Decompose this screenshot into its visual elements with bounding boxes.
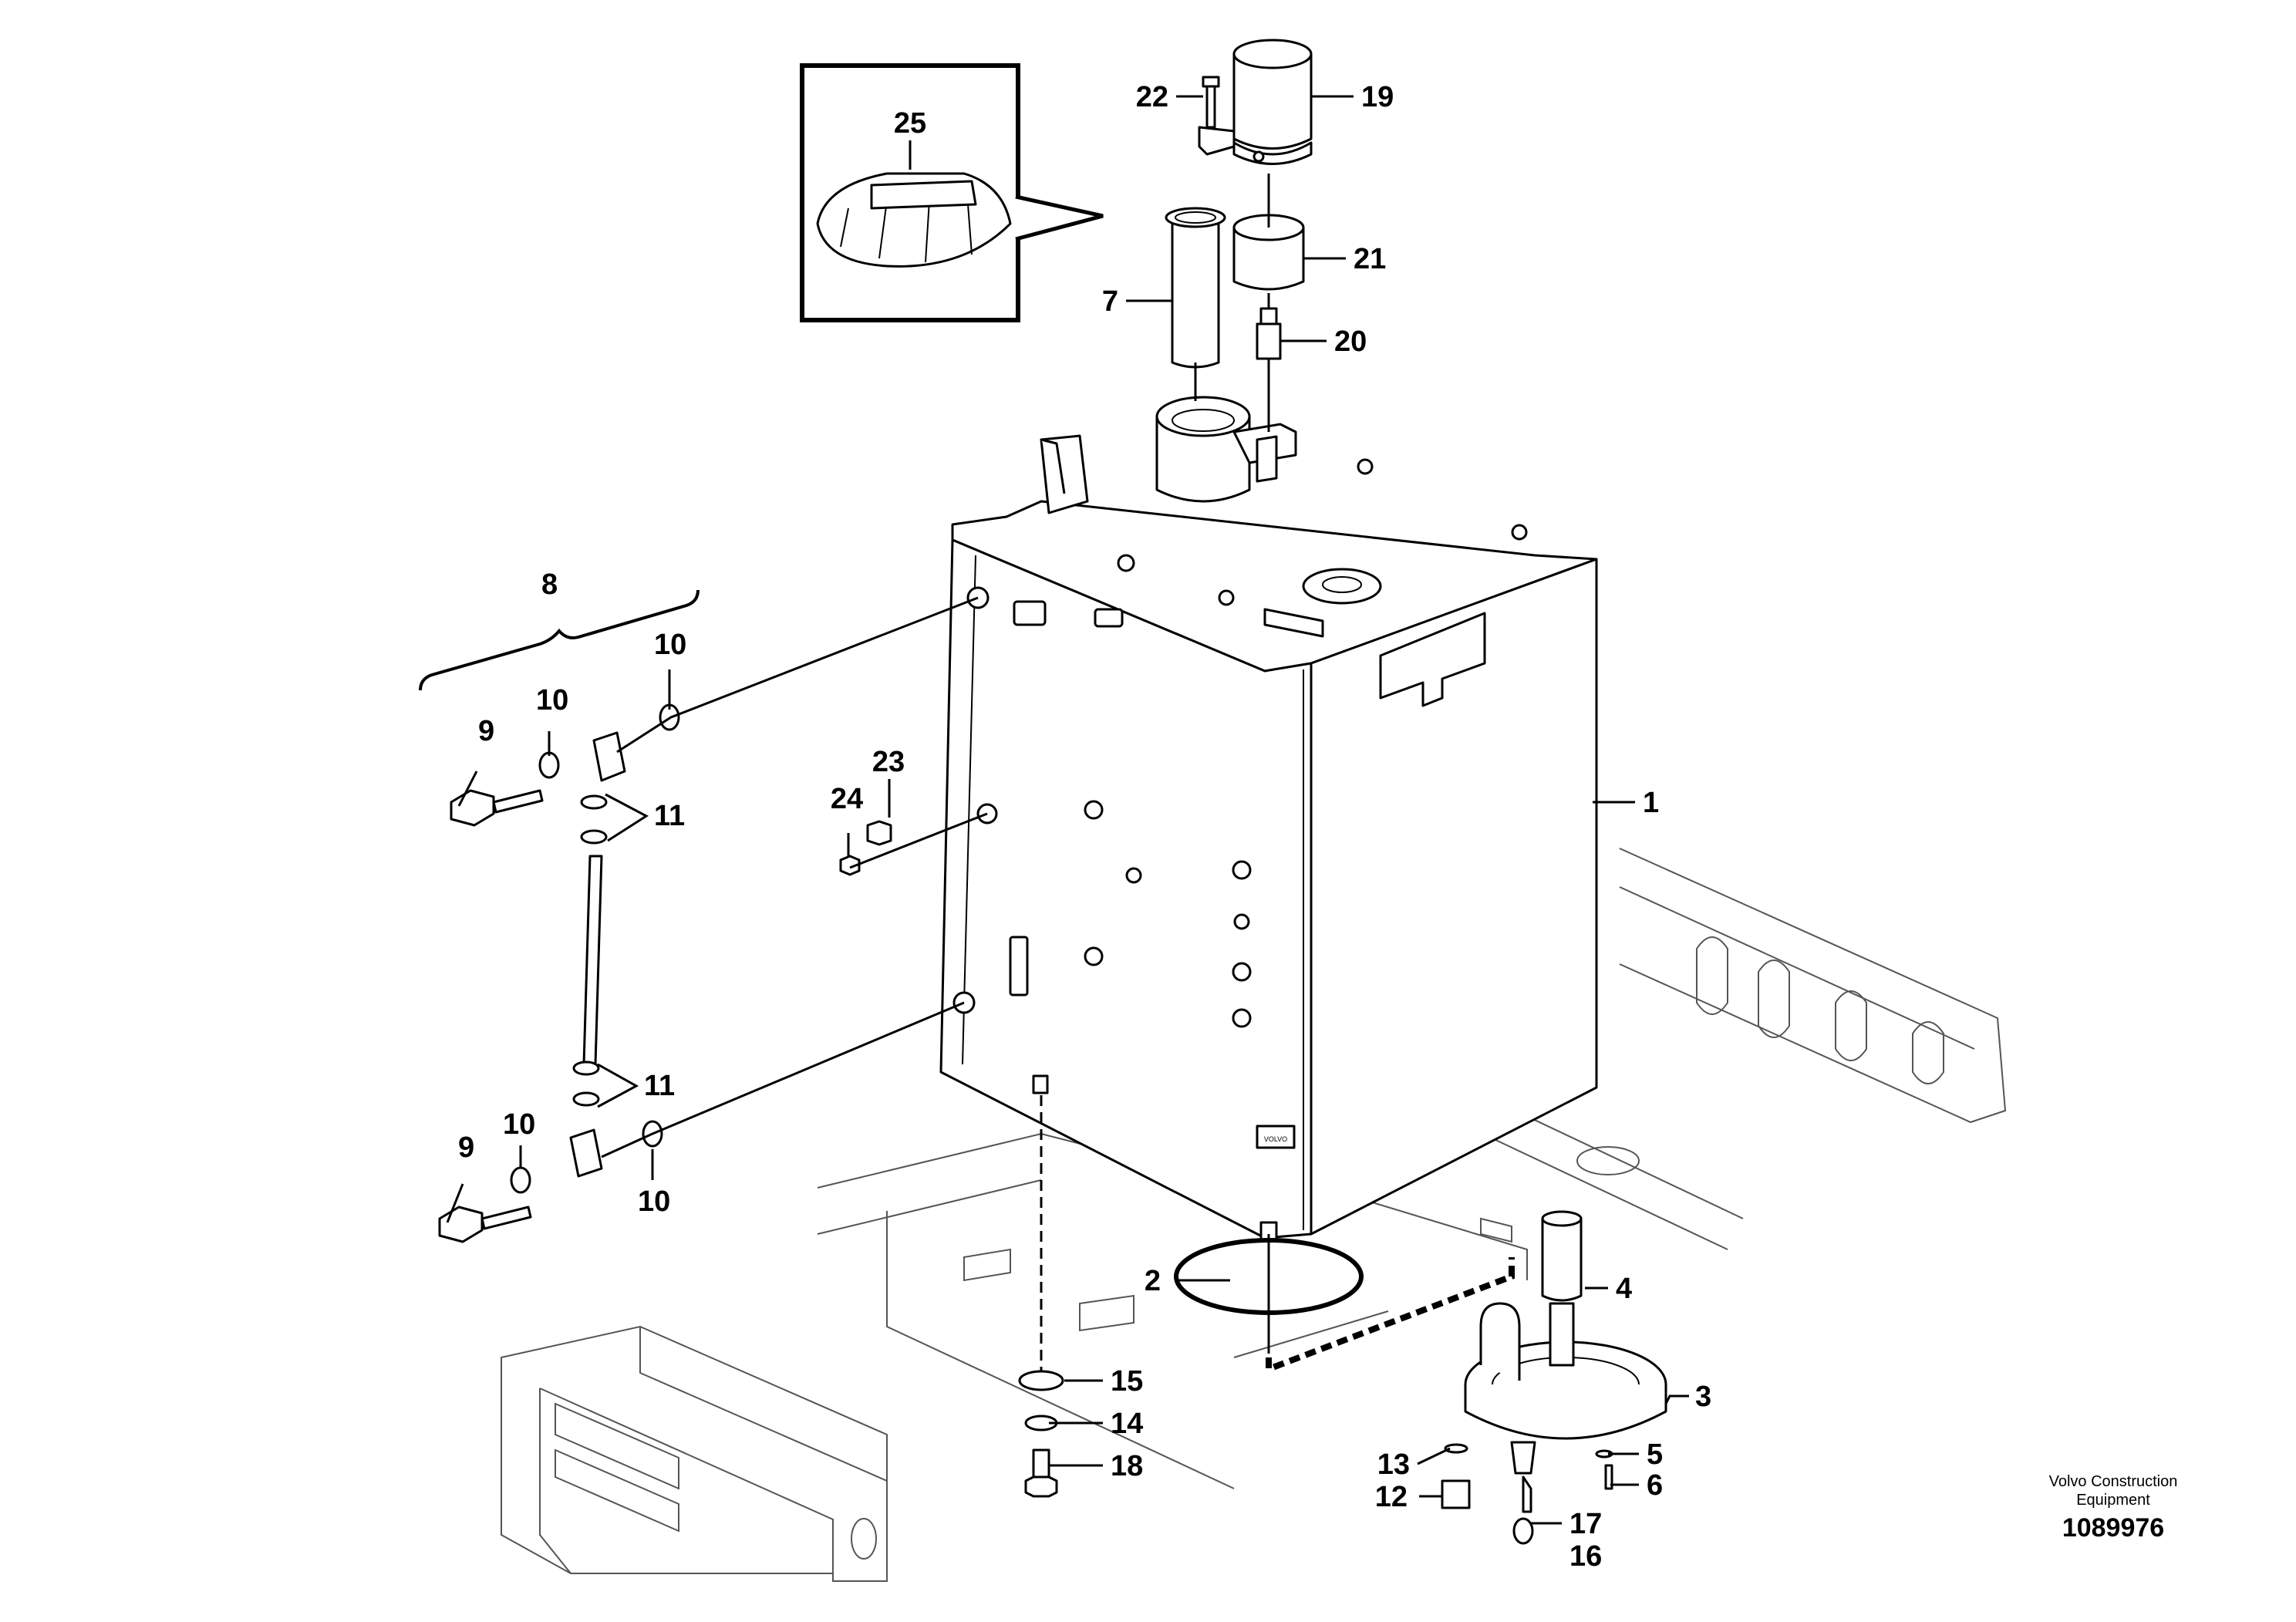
hydraulic-tank: VOLVO	[939, 396, 1598, 1241]
callout-9-lower: 9	[458, 1131, 474, 1164]
filler-cap-detail	[800, 63, 1104, 322]
suction-assembly	[1441, 1210, 1667, 1545]
callout-3: 3	[1695, 1381, 1711, 1413]
callout-10-c: 10	[503, 1108, 535, 1141]
callouts: 1 2 3 4 5 6 7 8 9 9 10 10 10 10 11 11 12…	[458, 81, 1711, 1573]
callout-1: 1	[1643, 787, 1659, 819]
credit-line-2: Equipment	[2076, 1492, 2150, 1509]
callout-16: 16	[1569, 1540, 1602, 1573]
callout-7: 7	[1102, 285, 1118, 318]
callout-22: 22	[1136, 81, 1168, 113]
callout-19: 19	[1361, 81, 1394, 113]
callout-9-upper: 9	[478, 715, 494, 747]
tank-logo: VOLVO	[1264, 1135, 1287, 1143]
o-ring	[1174, 1238, 1364, 1354]
callout-20: 20	[1334, 325, 1367, 358]
callout-6: 6	[1647, 1469, 1663, 1502]
callout-23: 23	[872, 746, 905, 778]
callout-18: 18	[1111, 1450, 1143, 1482]
callout-4: 4	[1616, 1273, 1632, 1305]
callout-12: 12	[1375, 1481, 1408, 1513]
callout-13: 13	[1377, 1448, 1410, 1481]
callout-10-a: 10	[536, 684, 568, 717]
callout-11-upper: 11	[654, 800, 685, 832]
strainer	[1165, 207, 1226, 369]
drawing-credit: Volvo Construction Equipment 1089976	[2049, 1473, 2178, 1543]
callout-17: 17	[1569, 1508, 1602, 1540]
callout-2: 2	[1145, 1265, 1161, 1297]
callout-8: 8	[541, 568, 558, 601]
callout-15: 15	[1111, 1365, 1143, 1398]
callout-14: 14	[1111, 1408, 1143, 1440]
callout-25: 25	[894, 107, 926, 140]
drawing-number: 1089976	[2062, 1513, 2164, 1543]
callout-21: 21	[1354, 243, 1386, 275]
leader-lines	[446, 95, 1689, 1525]
screw-22	[1202, 76, 1220, 129]
callout-10-d: 10	[638, 1185, 670, 1218]
credit-line-1: Volvo Construction	[2049, 1473, 2178, 1490]
callout-11-lower: 11	[644, 1070, 675, 1102]
callout-10-b: 10	[654, 629, 686, 661]
dashed-link	[1266, 1257, 1515, 1374]
callout-5: 5	[1647, 1438, 1663, 1471]
breather-assembly	[1198, 39, 1313, 360]
callout-24: 24	[831, 783, 863, 815]
drain-items	[1018, 1095, 1270, 1498]
hose-assembly	[419, 589, 988, 1243]
